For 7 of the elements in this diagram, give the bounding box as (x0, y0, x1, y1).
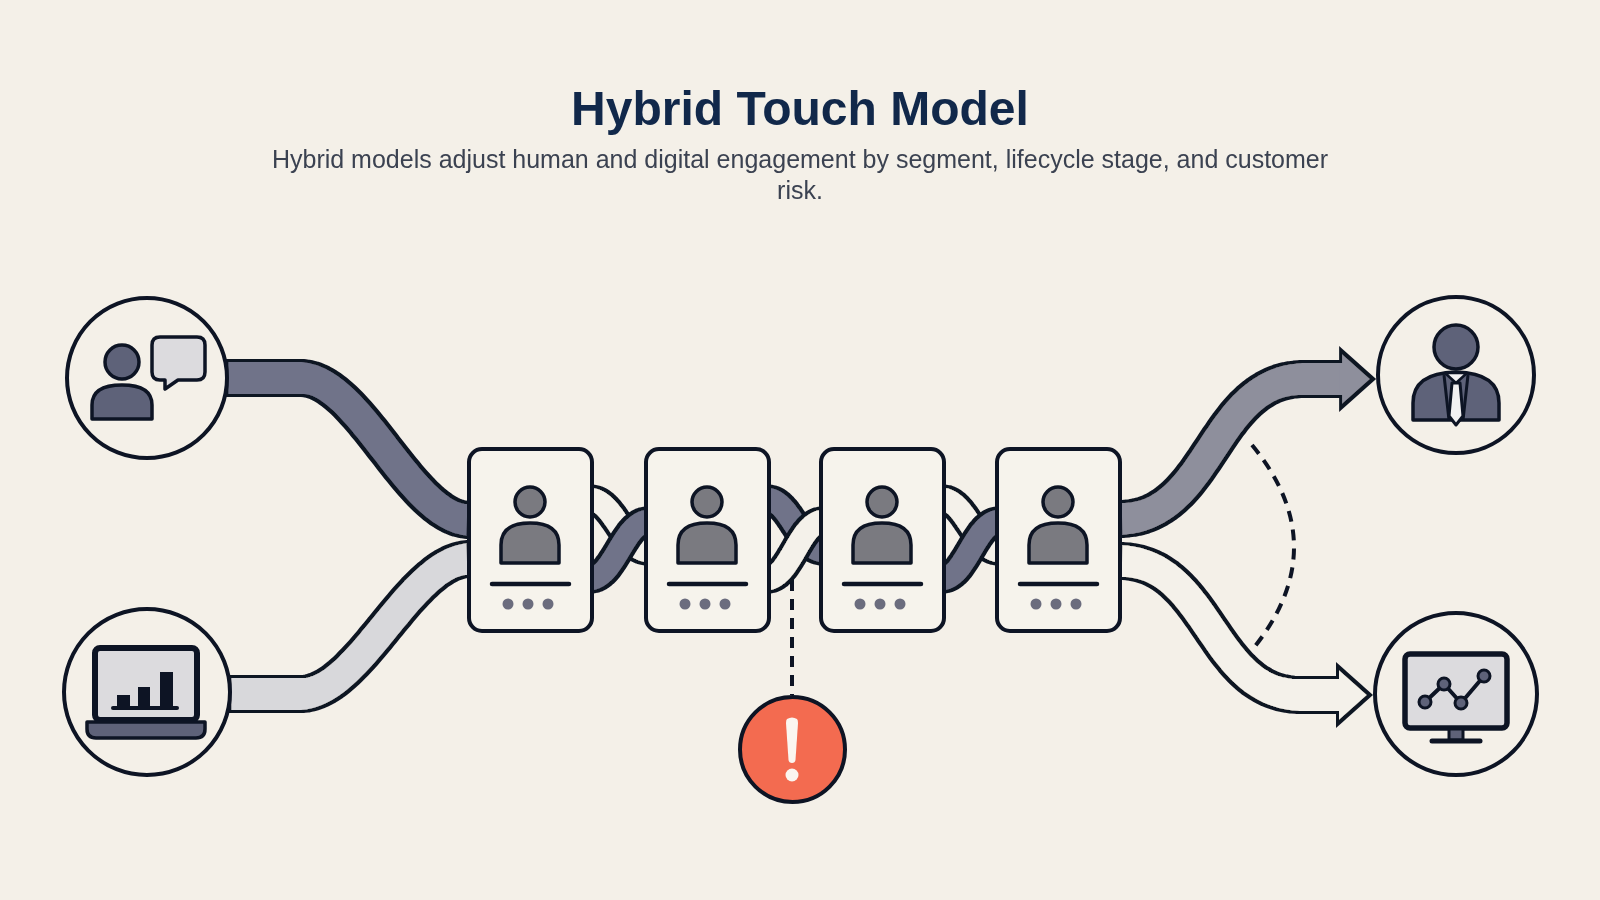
profile-card (644, 447, 771, 633)
dashed-line (790, 580, 794, 695)
profile-card (995, 447, 1122, 633)
profile-card (467, 447, 594, 633)
profile-card (819, 447, 946, 633)
title: Hybrid Touch Model (571, 81, 1029, 137)
subtitle: Hybrid models adjust human and digital engagement by segment, lifecycle stage, and customer risk. (270, 144, 1330, 206)
